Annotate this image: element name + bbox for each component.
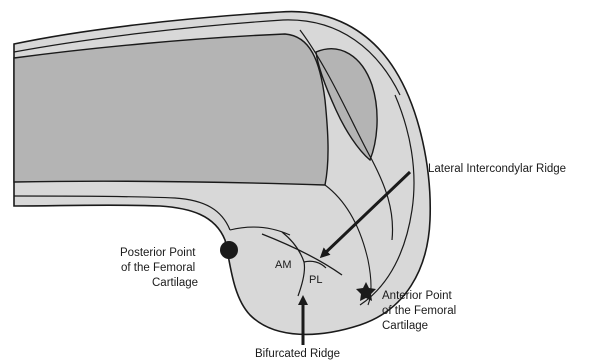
anterior-point-label-line3: Cartilage <box>382 320 428 332</box>
am-bundle-label: AM <box>275 259 292 271</box>
medullary-canal <box>14 34 328 185</box>
anterior-point-label-line2: of the Femoral <box>382 305 456 317</box>
bifurcated-ridge-label: Bifurcated Ridge <box>255 348 340 360</box>
posterior-point-marker-icon <box>220 241 238 259</box>
pl-bundle-label: PL <box>309 274 322 286</box>
anterior-point-label-line1: Anterior Point <box>382 290 452 302</box>
lateral-ridge-label: Lateral Intercondylar Ridge <box>428 163 566 175</box>
posterior-point-label-line3: Cartilage <box>152 277 198 289</box>
posterior-point-label-line1: Posterior Point <box>120 247 196 259</box>
posterior-point-label-line2: of the Femoral <box>121 262 195 274</box>
